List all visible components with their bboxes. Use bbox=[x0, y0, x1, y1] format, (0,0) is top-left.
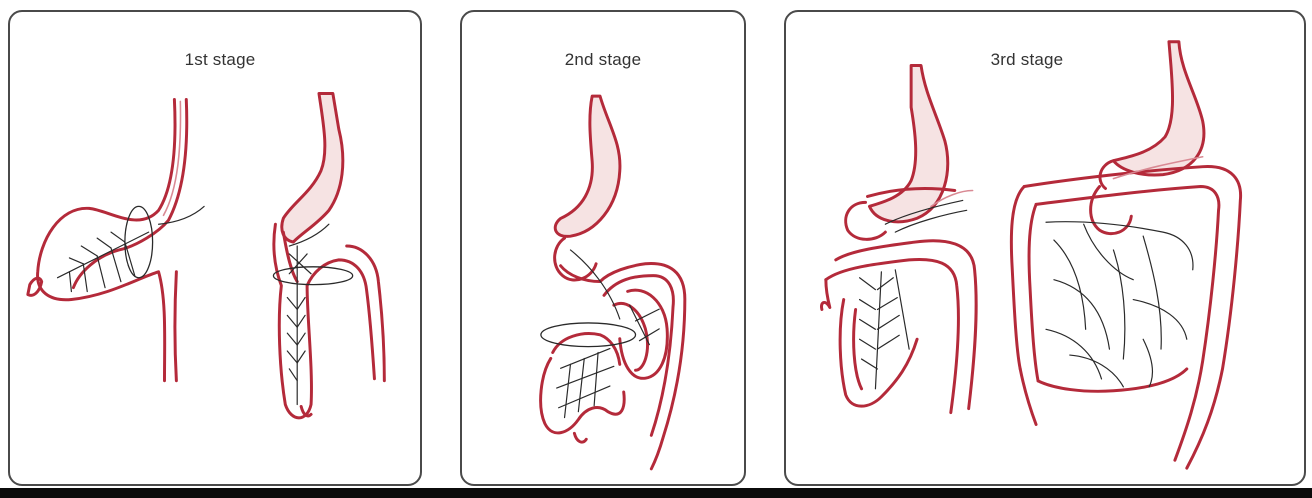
bottom-band bbox=[0, 488, 1312, 498]
stage-2-panel: 2nd stage bbox=[460, 10, 746, 486]
stage-1-panel: 1st stage bbox=[8, 10, 422, 486]
stage-1-right-gut bbox=[273, 94, 384, 418]
stage-2-gut bbox=[541, 96, 685, 469]
stage-3-left-gut bbox=[821, 66, 976, 413]
stage-1-illustration bbox=[10, 12, 420, 484]
stage-3-right-gut bbox=[1011, 42, 1240, 468]
stage-3-panel: 3rd stage bbox=[784, 10, 1306, 486]
stage-1-left-gut bbox=[28, 99, 204, 380]
stage-3-illustration bbox=[786, 12, 1304, 484]
stage-2-illustration bbox=[462, 12, 744, 484]
